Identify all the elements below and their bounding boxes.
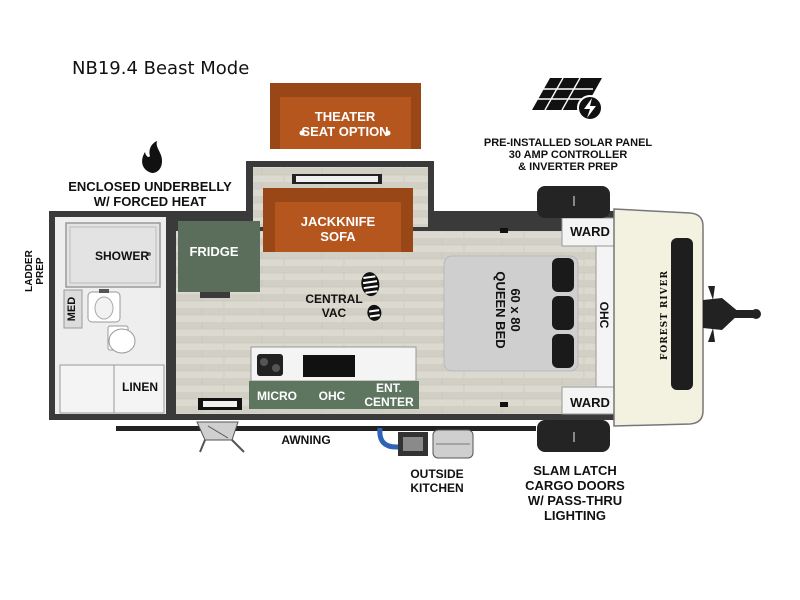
flame-icon (142, 141, 162, 173)
ent-center-label: ENT.CENTER (364, 381, 414, 409)
queen-bed (443, 255, 579, 372)
fridge (178, 221, 260, 292)
brand-logo-text: FOREST RIVER (660, 270, 670, 360)
awning (116, 421, 536, 453)
front-cap (613, 208, 704, 427)
fridge-label: FRIDGE (189, 244, 239, 259)
galley-ohc-label: OHC (318, 389, 346, 403)
boot-print-icon (361, 272, 382, 321)
hitch-icon (703, 286, 761, 342)
ohc-front-label: OHC (597, 301, 611, 329)
solar-panel-icon (526, 77, 603, 121)
med-label: MED (66, 296, 78, 322)
micro-label: MICRO (257, 389, 297, 403)
shower-label: SHOWER (95, 249, 149, 263)
theater-seat (270, 83, 421, 149)
galley-counter (198, 346, 419, 410)
ward-top-label: WARD (570, 224, 610, 239)
linen-label: LINEN (122, 380, 158, 394)
floorplan-title: NB19.4 Beast Mode (72, 58, 250, 79)
ward-bottom-label: WARD (570, 395, 610, 410)
awning-label: AWNING (281, 433, 331, 447)
shower (65, 222, 161, 288)
outside-kitchen (377, 427, 474, 459)
jackknife-sofa (263, 174, 413, 252)
